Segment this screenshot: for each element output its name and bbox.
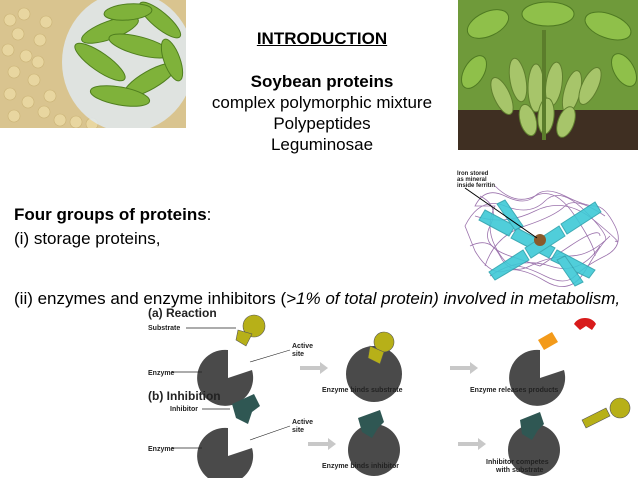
- enzyme-shape-4: [197, 427, 254, 478]
- list-item-enzymes: (ii) enzymes and enzyme inhibitors (>1% …: [14, 288, 634, 310]
- product-orange-shape: [538, 332, 558, 350]
- enzyme-shape-3: [509, 349, 566, 406]
- caption-inhibitor-competes: Inhibitor competes: [486, 459, 549, 466]
- subtitle-line-3: Leguminosae: [270, 135, 374, 154]
- active-site-label-b-1: Active: [292, 419, 313, 426]
- item2-italic-text: >1% of total protein) involved in metabo…: [286, 289, 621, 308]
- subtitle-line-1: complex polymorphic mixture: [211, 93, 433, 112]
- caption-with-substrate: with substrate: [495, 467, 544, 474]
- active-site-label-a-1: Active: [292, 343, 313, 350]
- enzyme-shape-5: [348, 424, 400, 476]
- reaction-heading: (a) Reaction: [148, 306, 217, 320]
- subtitle-line-2: Polypeptides: [273, 114, 371, 133]
- substrate-shape: [235, 314, 266, 347]
- slide-subtitle: Soybean proteins: [250, 72, 394, 91]
- groups-label: Four groups of proteins: [14, 205, 207, 224]
- inhibitor-bound: [358, 410, 384, 438]
- enzyme-shape-6: [508, 424, 560, 476]
- enzyme-shape-2: [346, 346, 402, 402]
- inhibitor-shape: [232, 394, 260, 424]
- protein-caption-line-1: Iron stored: [457, 171, 489, 177]
- caption-binds-substrate: Enzyme binds substrate: [322, 387, 403, 394]
- groups-heading: Four groups of proteins:: [14, 204, 211, 225]
- soybean-plant-photo: [458, 0, 638, 150]
- caption-releases-products: Enzyme releases products: [470, 387, 558, 394]
- product-red-shape: [574, 317, 596, 330]
- protein-caption-line-3: inside ferritin: [457, 183, 495, 189]
- active-site-label-a-2: site: [292, 351, 304, 358]
- list-item-storage: (i) storage proteins,: [14, 229, 161, 248]
- inhibition-heading: (b) Inhibition: [148, 389, 221, 403]
- enzyme-label-a: Enzyme: [148, 370, 175, 377]
- arrow-icon: [450, 362, 478, 374]
- active-site-label-b-2: site: [292, 427, 304, 434]
- arrow-icon: [458, 438, 486, 450]
- enzyme-label-b: Enzyme: [148, 446, 175, 453]
- substrate-competing: [581, 397, 631, 429]
- substrate-label: Substrate: [148, 325, 180, 332]
- enzyme-diagram: (a) Reaction Substrate Enzyme Active sit…: [132, 304, 638, 478]
- substrate-bound: [367, 331, 395, 365]
- enzyme-shape-1: [197, 349, 254, 406]
- slide-title: INTRODUCTION: [256, 29, 388, 48]
- inhibitor-label: Inhibitor: [170, 406, 198, 413]
- groups-colon: :: [206, 205, 212, 224]
- caption-binds-inhibitor: Enzyme binds inhibitor: [322, 463, 399, 470]
- arrow-icon: [300, 362, 328, 374]
- ferritin-structure-figure: Iron stored as mineral inside ferritin: [445, 166, 635, 294]
- title-block: INTRODUCTION Soybean proteins complex po…: [186, 28, 458, 155]
- soybean-photo-left: [0, 0, 186, 128]
- protein-caption-line-2: as mineral: [457, 177, 487, 183]
- inhibitor-blocking: [520, 412, 544, 440]
- item2-text: (ii) enzymes and enzyme inhibitors (: [14, 289, 287, 308]
- arrow-icon: [308, 438, 336, 450]
